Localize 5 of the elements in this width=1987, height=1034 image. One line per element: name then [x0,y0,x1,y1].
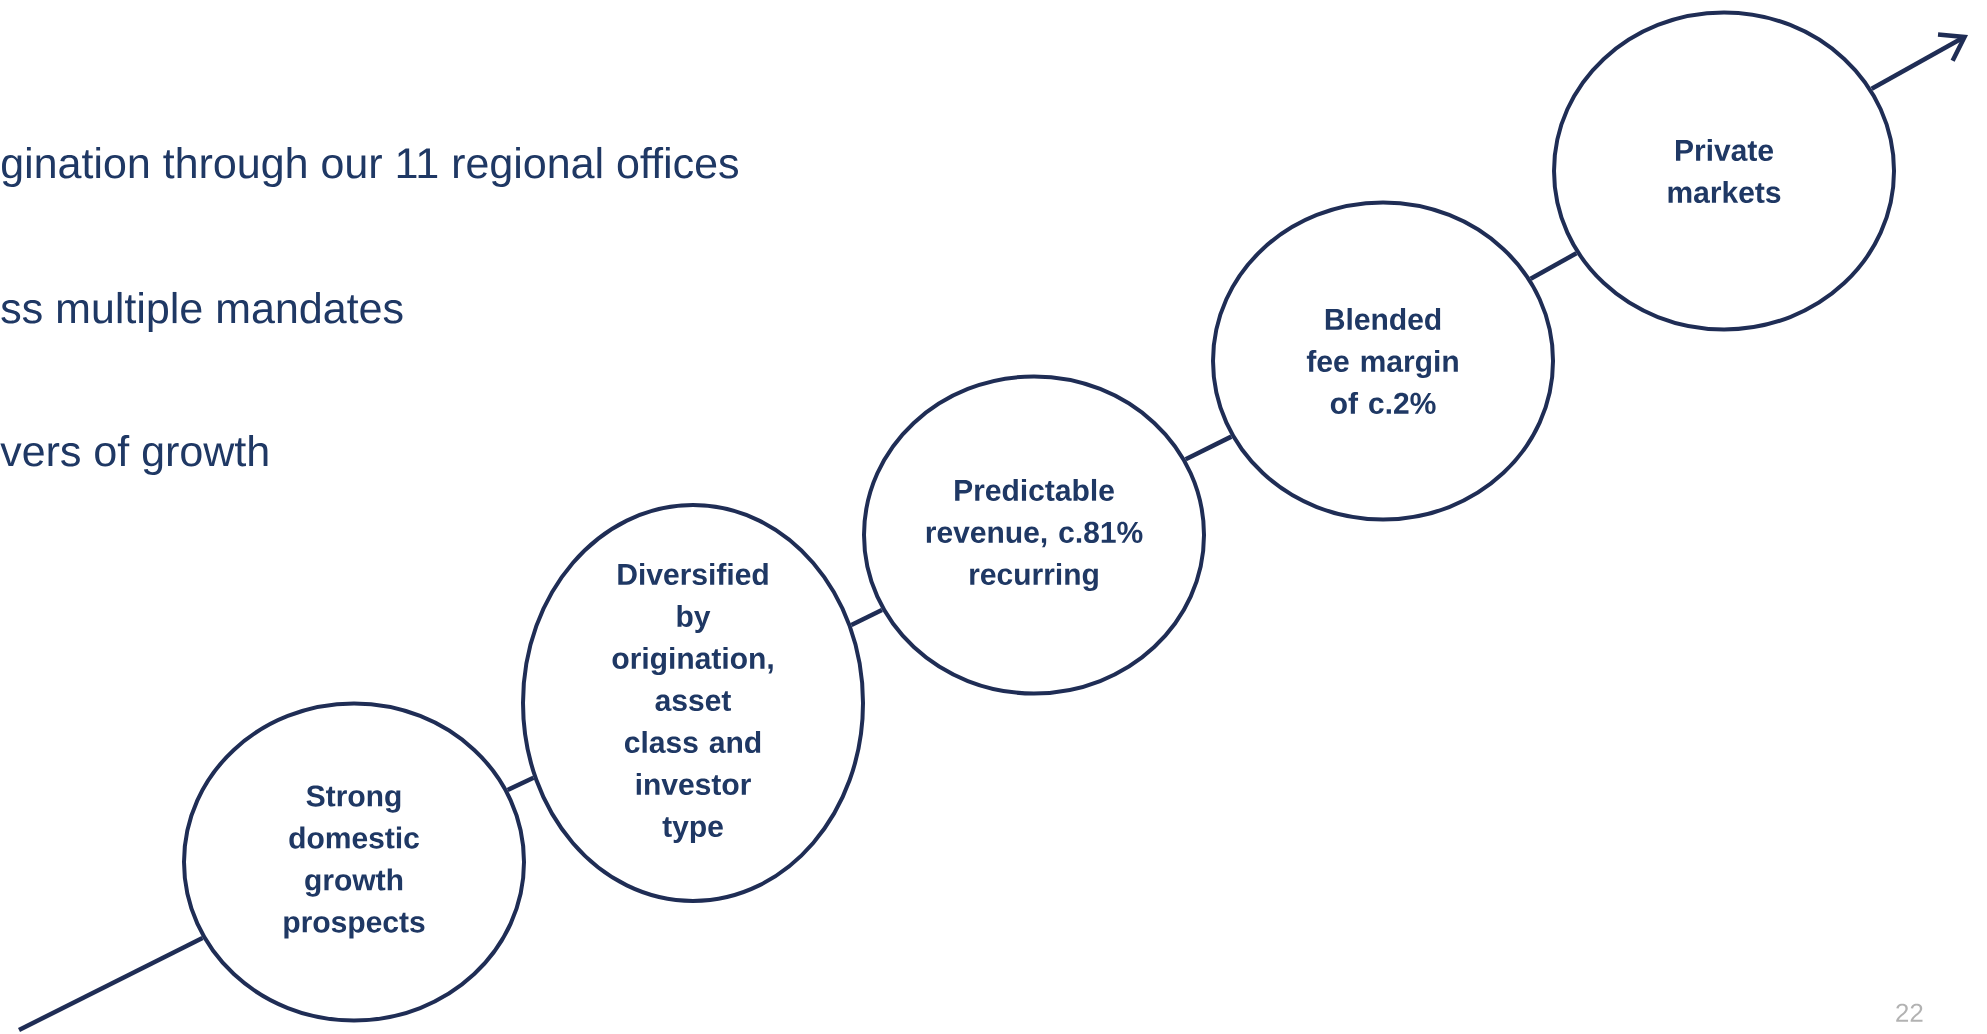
page-number: 22 [1896,1003,1923,1022]
arrow [1870,32,1968,91]
bullet-text: ss multiple mandates [1,291,403,333]
bullet-text: vers of growth [0,434,268,476]
bullet-text: gination through our 11 regional offices [2,146,738,188]
